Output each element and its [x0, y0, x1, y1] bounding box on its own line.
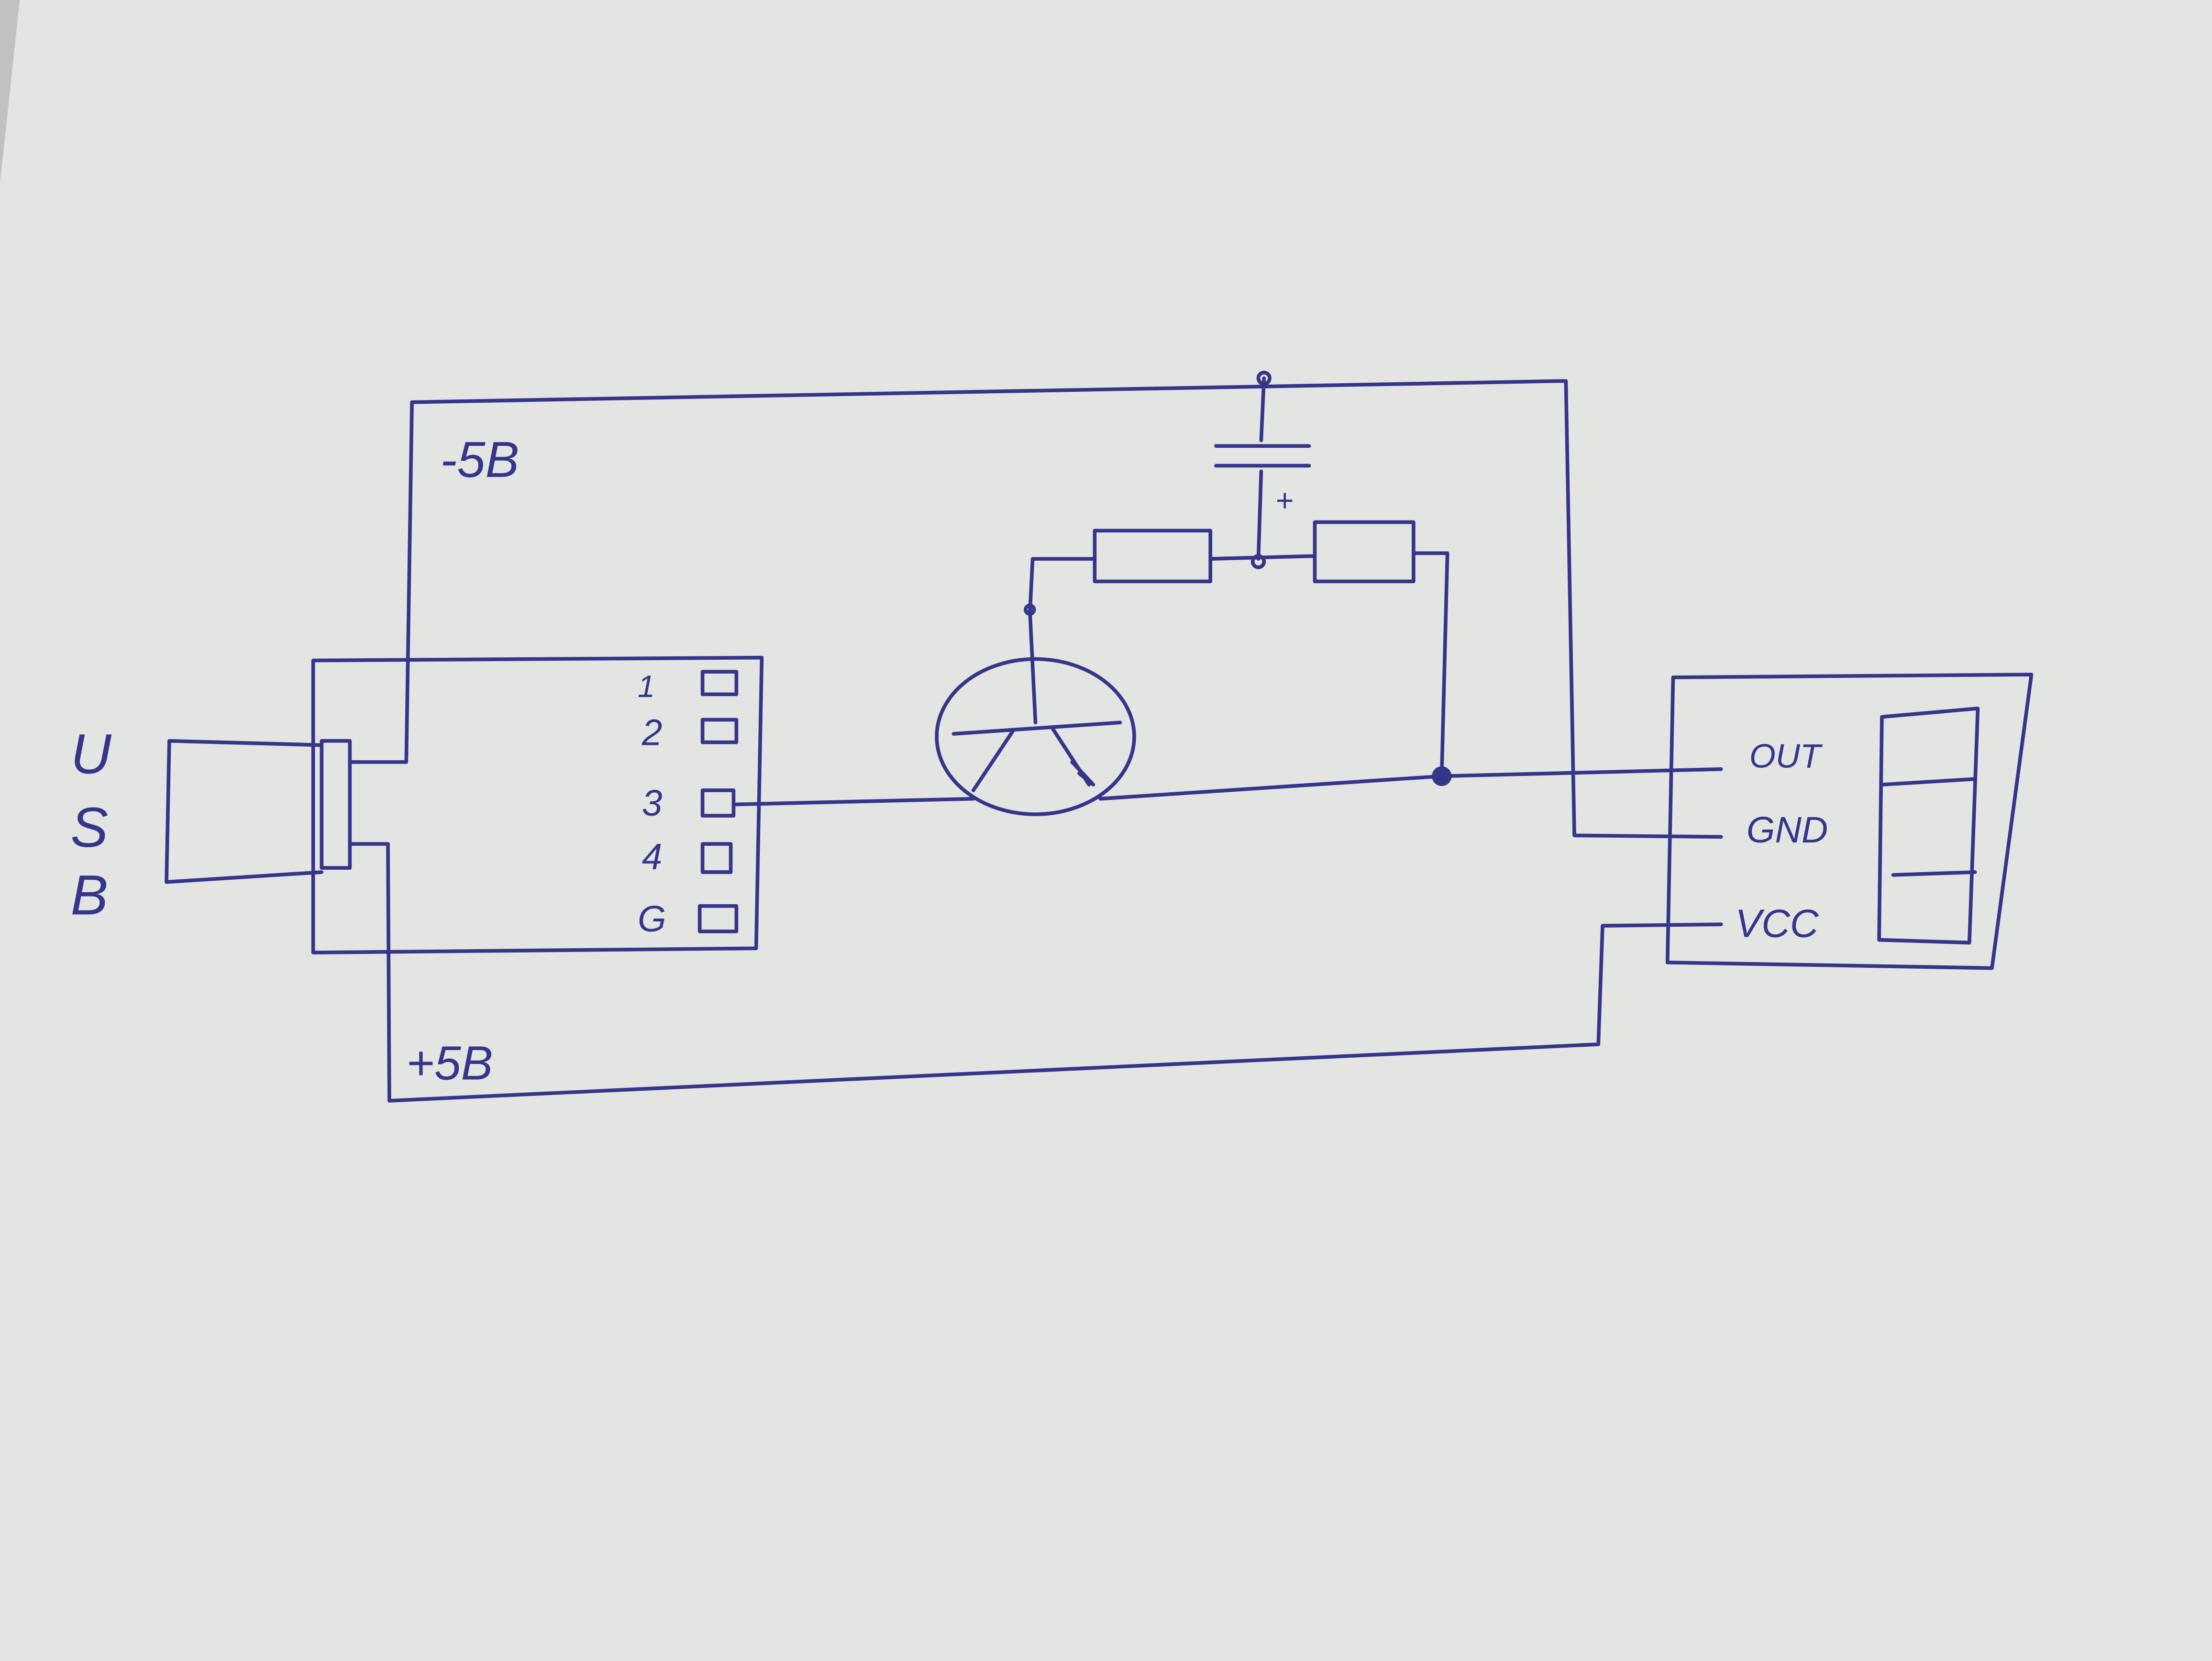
usb-letter-s: S	[70, 796, 108, 859]
plus-5v-wire	[348, 842, 1723, 1103]
module-board	[311, 655, 764, 954]
sensor-module	[1665, 673, 2034, 970]
resistor-node	[1250, 554, 1266, 569]
capacitor-node	[1256, 370, 1272, 386]
pin-label-2: 2	[641, 713, 663, 753]
usb-plug	[165, 739, 324, 884]
transistor-body	[935, 657, 1136, 816]
sensor-pin-vcc: VCC	[1735, 902, 1819, 946]
minus-5v-wire	[348, 379, 1723, 839]
pin-label-4: 4	[642, 837, 663, 877]
usb-label: U S B	[70, 722, 111, 927]
minus-5v-label: -5B	[440, 432, 519, 488]
sensor-pin-gnd: GND	[1747, 810, 1828, 851]
transistor-symbol	[951, 608, 1122, 792]
module-pins: 1 2 3 4 G	[638, 669, 739, 940]
usb-letter-u: U	[70, 722, 111, 786]
pin-pad-4	[700, 842, 733, 874]
capacitor	[1214, 376, 1311, 561]
pin-label-3: 3	[642, 783, 663, 824]
pin-pad-2	[700, 718, 739, 744]
resistor-left	[1093, 529, 1213, 584]
usb-socket	[320, 739, 352, 870]
sensor-pin-out: OUT	[1749, 737, 1823, 775]
pin-label-1: 1	[638, 669, 655, 704]
pin-pad-1	[700, 670, 739, 697]
pin-pad-g	[697, 904, 739, 933]
pin-pad-3	[700, 788, 736, 818]
pin-label-g: G	[638, 899, 666, 940]
usb-letter-b: B	[70, 864, 108, 927]
plus-5v-label: +5B	[406, 1037, 493, 1090]
sensor-window	[1877, 707, 1980, 945]
junction-dot	[1432, 766, 1452, 786]
capacitor-plus-label: +	[1275, 483, 1294, 518]
paper-shadow	[0, 0, 20, 184]
